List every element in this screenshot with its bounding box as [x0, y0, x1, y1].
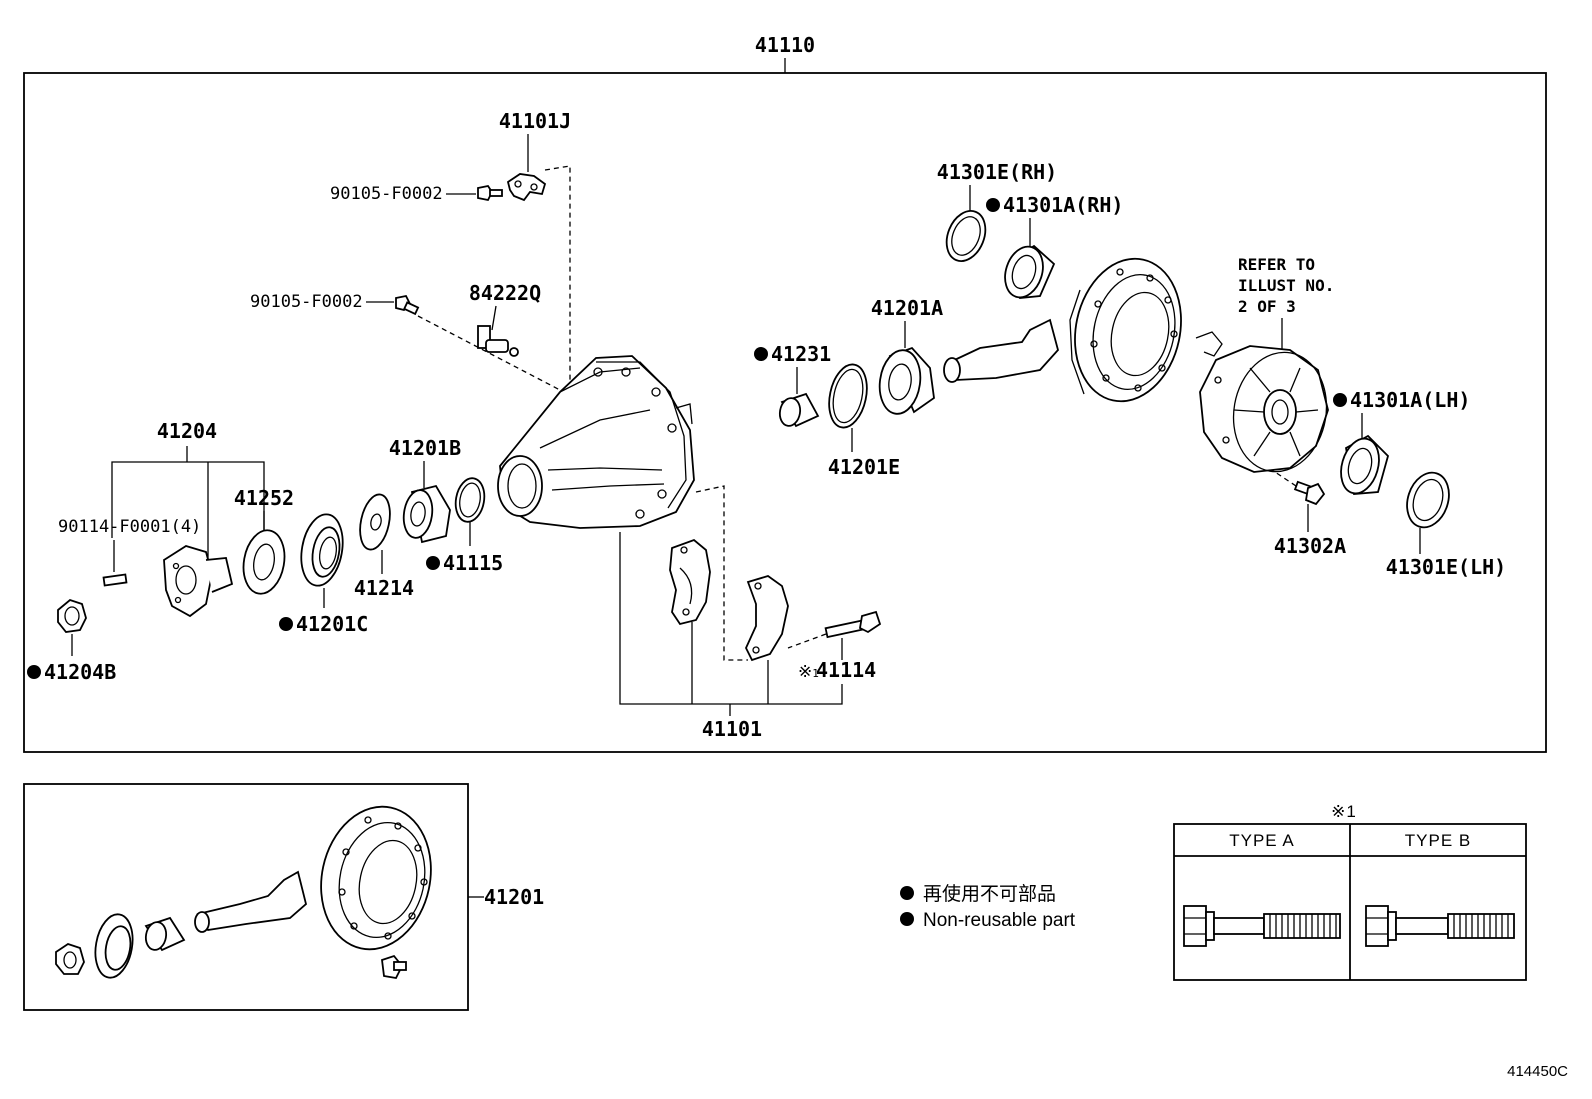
shim-41201e-part — [828, 363, 868, 429]
bearing-cap-2-part — [745, 575, 789, 662]
label-41301a-rh[interactable]: 41301A(RH) — [1003, 193, 1123, 217]
nut-41204b-part — [57, 598, 87, 633]
refer-note-line-1: REFER TO — [1238, 255, 1315, 274]
ring-gear-pinion-part — [943, 257, 1182, 403]
shim-lh-part — [1406, 471, 1450, 529]
type-table-title: ※1 — [1331, 802, 1357, 821]
type-a-header: TYPE A — [1229, 831, 1295, 850]
label-41114[interactable]: 41114 — [816, 658, 876, 682]
ring-41115-part — [454, 477, 486, 523]
illustration-code: 414450C — [1507, 1063, 1568, 1080]
bolt-41114-part — [824, 610, 882, 639]
label-41302a[interactable]: 41302A — [1274, 534, 1346, 558]
nonreusable-dot-41301a-lh — [1333, 393, 1347, 407]
bearing-rh-part — [1004, 244, 1056, 299]
label-41231[interactable]: 41231 — [771, 342, 831, 366]
label-41201c[interactable]: 41201C — [296, 612, 368, 636]
label-stud[interactable]: 90114-F0001(4) — [58, 517, 201, 537]
deflector-41252-part — [242, 529, 286, 595]
bolt-type-b-drawing — [1365, 905, 1515, 947]
asterisk-symbol: ※ — [798, 662, 812, 682]
label-41110[interactable]: 41110 — [755, 33, 815, 57]
refer-note-line-3: 2 OF 3 — [1238, 297, 1296, 316]
type-b-header: TYPE B — [1405, 831, 1471, 850]
bolt-top-part — [477, 184, 503, 202]
bolt-mid-part — [395, 294, 420, 316]
label-bolt-mid[interactable]: 90105-F0002 — [250, 292, 363, 312]
nonreusable-dot-41301a-rh — [986, 198, 1000, 212]
stud-part — [102, 573, 128, 587]
bearing-41201b-part — [402, 484, 451, 544]
refer-note-line-2: ILLUST NO. — [1238, 276, 1334, 295]
bolt-type-a-drawing — [1183, 905, 1341, 947]
gear-kit-parts — [55, 805, 432, 979]
label-41115[interactable]: 41115 — [443, 551, 503, 575]
spacer-41231-part — [778, 392, 820, 428]
label-41201b[interactable]: 41201B — [389, 436, 461, 460]
sensor-84222q-part — [477, 325, 519, 357]
bearing-lh-part — [1340, 434, 1390, 495]
label-84222q[interactable]: 84222Q — [469, 281, 541, 305]
bearing-41201a-part — [878, 346, 935, 415]
carrier-housing-part — [497, 355, 695, 529]
label-41301a-lh[interactable]: 41301A(LH) — [1350, 388, 1470, 412]
flange-41204-part — [163, 545, 234, 618]
legend-text-jp: 再使用不可部品 — [923, 883, 1056, 905]
legend-dot-jp — [900, 886, 914, 900]
label-41101j[interactable]: 41101J — [499, 109, 571, 133]
legend-text-en: Non-reusable part — [923, 910, 1076, 931]
nonreusable-dot-41231 — [754, 347, 768, 361]
differential-case-part — [1195, 331, 1329, 473]
label-41214[interactable]: 41214 — [354, 576, 414, 600]
label-41101[interactable]: 41101 — [702, 717, 762, 741]
label-41204b[interactable]: 41204B — [44, 660, 116, 684]
label-41201a[interactable]: 41201A — [871, 296, 943, 320]
shim-rh-part — [945, 210, 987, 262]
oil-seal-41201c-part — [300, 513, 344, 587]
label-asterisk-mark[interactable]: ※1 — [798, 662, 819, 682]
nonreusable-dot-41201c — [279, 617, 293, 631]
label-41201e[interactable]: 41201E — [828, 455, 900, 479]
asterisk-subscript: 1 — [812, 667, 819, 680]
label-41301e-lh[interactable]: 41301E(LH) — [1386, 555, 1506, 579]
bolt-41302a-part — [1293, 480, 1326, 506]
legend-dot-en — [900, 912, 914, 926]
label-bolt-top[interactable]: 90105-F0002 — [330, 184, 443, 204]
bearing-cap-1-part — [669, 538, 711, 626]
washer-41214-part — [359, 493, 391, 551]
nonreusable-dot-41115 — [426, 556, 440, 570]
label-41204[interactable]: 41204 — [157, 419, 217, 443]
label-41201[interactable]: 41201 — [484, 885, 544, 909]
nonreusable-dot-41204b — [27, 665, 41, 679]
label-41301e-rh[interactable]: 41301E(RH) — [937, 160, 1057, 184]
sensor-41101j-part — [506, 173, 547, 202]
label-41252[interactable]: 41252 — [234, 486, 294, 510]
